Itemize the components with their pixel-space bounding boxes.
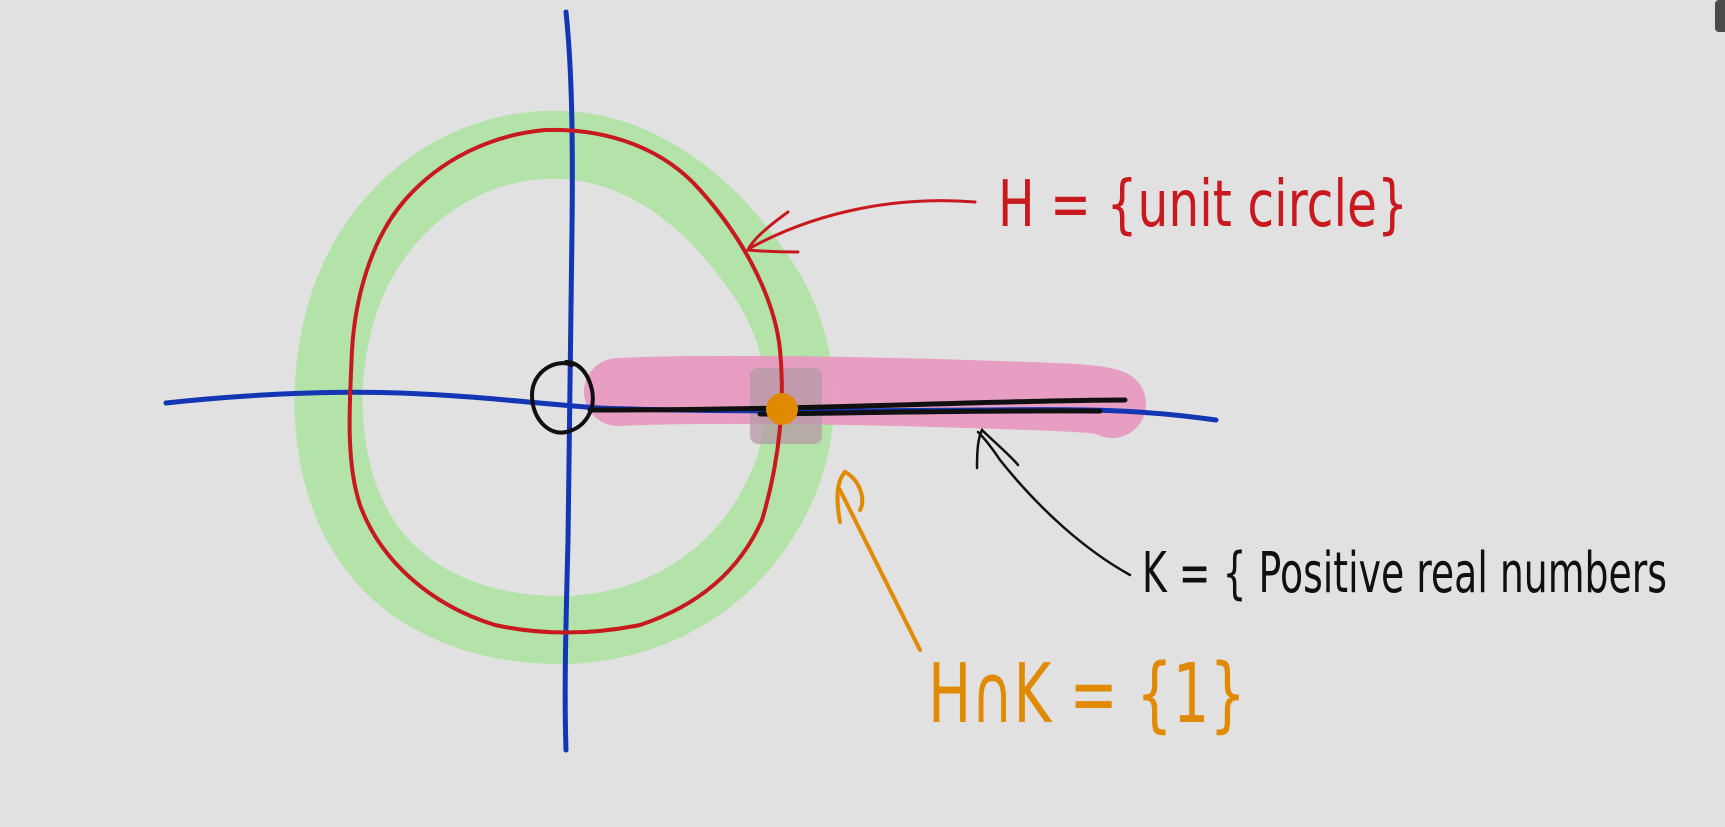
k-arrow xyxy=(975,427,1132,577)
intersection-point xyxy=(766,393,798,425)
intersection-label: H∩K = {1} xyxy=(928,647,1246,742)
unit-circle xyxy=(347,127,784,635)
h-arrow xyxy=(745,199,977,254)
y-axis xyxy=(562,9,575,753)
origin-open-circle xyxy=(529,360,595,435)
window-corner-control[interactable] xyxy=(1715,0,1725,32)
h-label: H = {unit circle} xyxy=(998,168,1408,242)
positive-reals-line xyxy=(587,397,1128,417)
k-label: K = { Positive real numbers xyxy=(1142,541,1667,606)
circle-highlight-band xyxy=(294,110,834,665)
intersection-arrow xyxy=(835,469,922,652)
